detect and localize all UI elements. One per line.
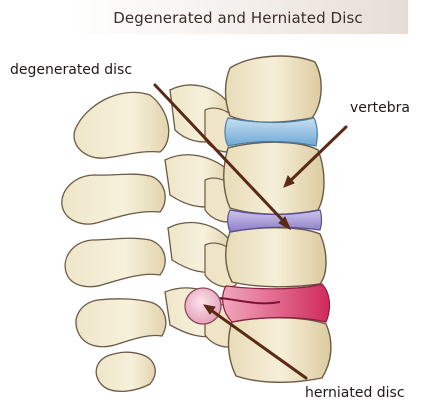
healthy-disc — [225, 118, 317, 146]
herniation-bulge — [185, 288, 221, 324]
